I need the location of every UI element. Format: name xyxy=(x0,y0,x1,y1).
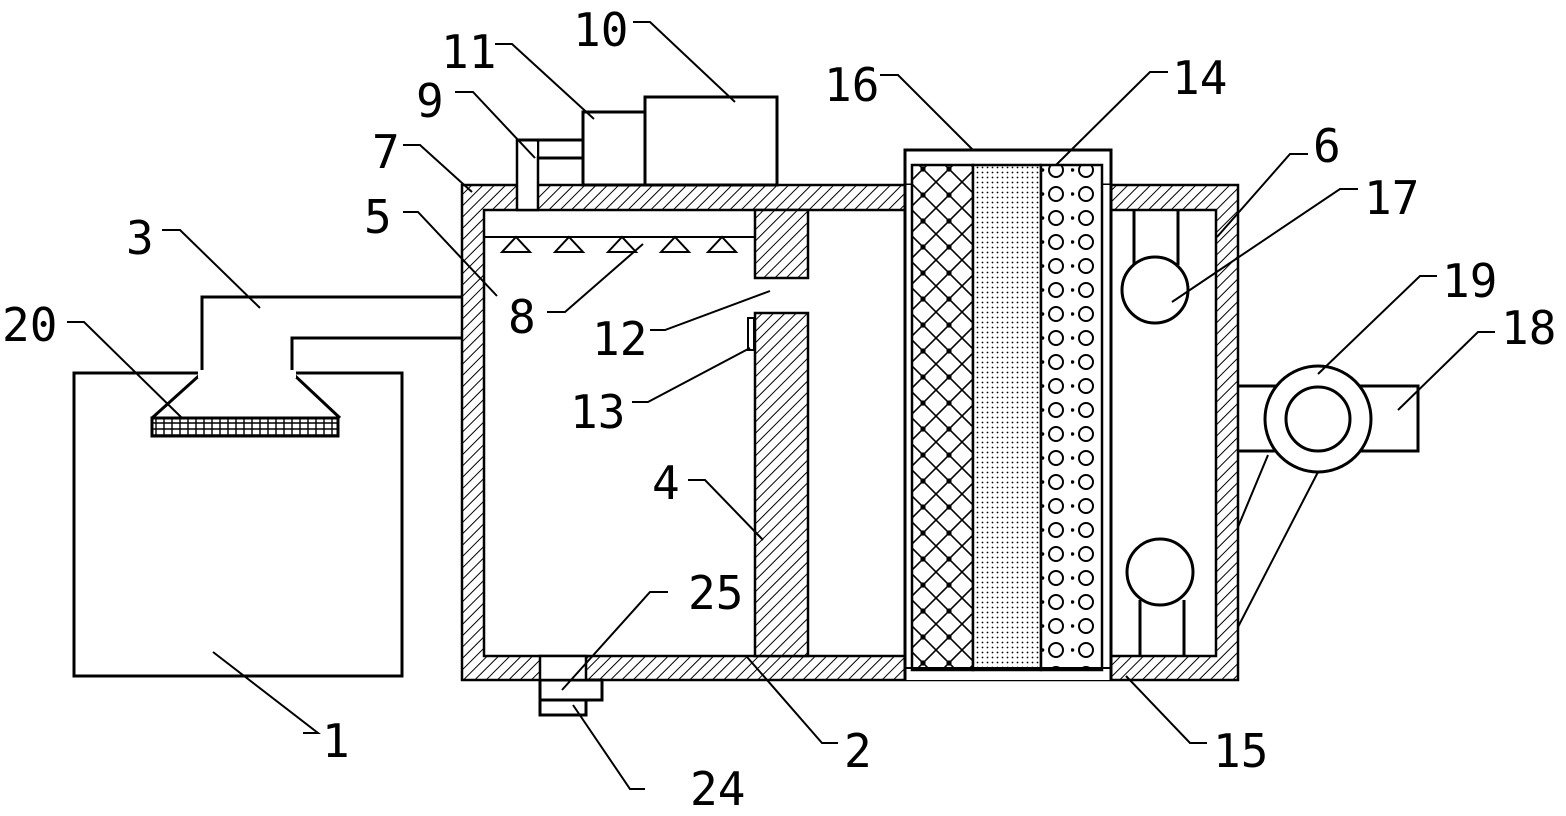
partition-wall xyxy=(753,208,810,658)
label-18: 18 xyxy=(1501,301,1556,355)
water-pipe xyxy=(515,138,583,212)
label-3: 3 xyxy=(126,211,154,265)
leader-lines xyxy=(67,21,1495,790)
spray-nozzles xyxy=(499,235,739,253)
label-1: 1 xyxy=(322,714,350,768)
label-10: 10 xyxy=(573,3,628,57)
exhaust-duct xyxy=(150,295,462,420)
blower xyxy=(1263,364,1373,474)
partition-opening xyxy=(755,277,808,314)
label-12: 12 xyxy=(592,312,647,366)
label-14: 14 xyxy=(1172,51,1227,105)
label-9: 9 xyxy=(416,74,444,128)
label-5: 5 xyxy=(364,190,392,244)
part-labels: 1 2 3 4 5 6 7 8 9 10 11 12 13 14 15 16 1… xyxy=(2,3,1556,816)
label-25: 25 xyxy=(688,566,743,620)
filter-cartridge xyxy=(903,148,1113,680)
label-20: 20 xyxy=(2,298,57,352)
label-7: 7 xyxy=(372,125,400,179)
label-6: 6 xyxy=(1313,119,1341,173)
label-15: 15 xyxy=(1213,724,1268,778)
label-24: 24 xyxy=(690,762,745,816)
motor xyxy=(643,95,779,187)
fan-upper xyxy=(1120,210,1190,325)
pump xyxy=(581,110,647,187)
label-8: 8 xyxy=(508,290,536,344)
fan-lower xyxy=(1125,537,1195,656)
label-2: 2 xyxy=(844,724,872,778)
label-4: 4 xyxy=(652,456,680,510)
label-16: 16 xyxy=(824,58,879,112)
label-13: 13 xyxy=(570,385,625,439)
label-17: 17 xyxy=(1364,171,1419,225)
label-19: 19 xyxy=(1442,254,1497,308)
filter-screen xyxy=(150,416,340,438)
label-11: 11 xyxy=(441,25,496,79)
drain-valve xyxy=(538,654,604,717)
flap-valve xyxy=(747,317,755,351)
